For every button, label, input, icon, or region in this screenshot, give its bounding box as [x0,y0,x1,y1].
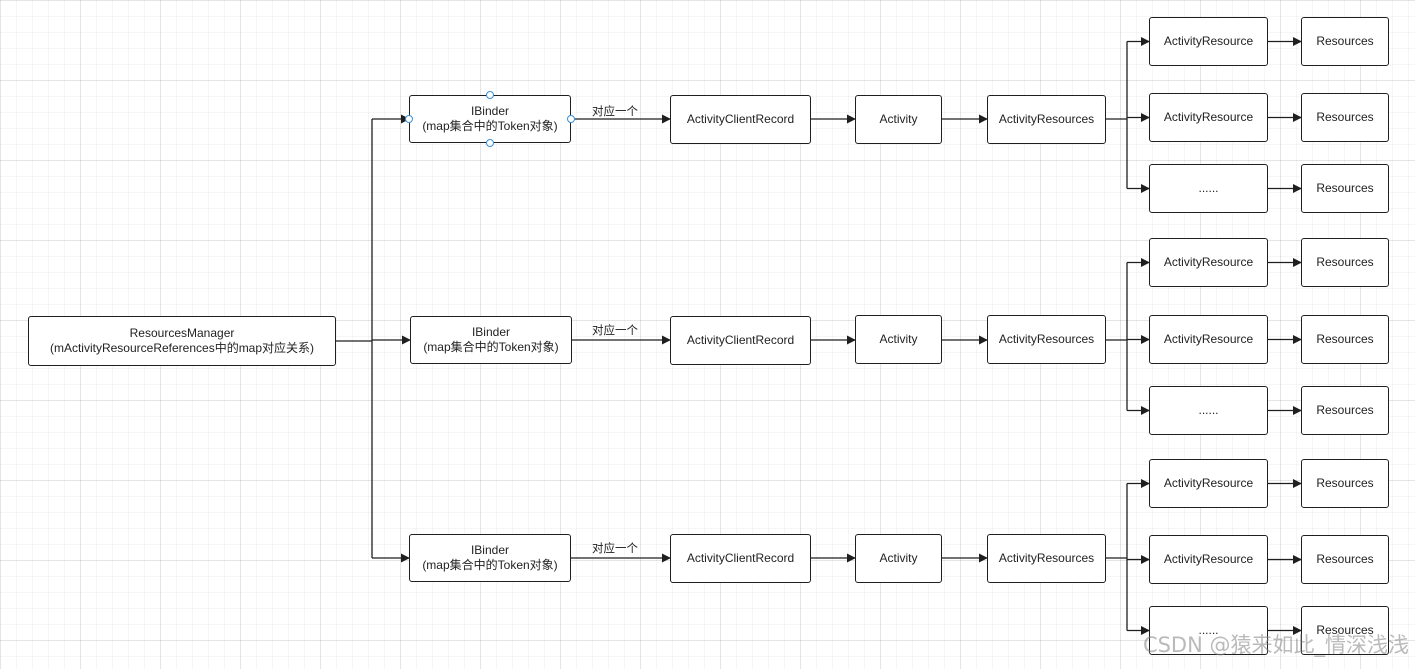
edge-label-2: 对应一个 [592,543,638,555]
activity-client-record-node-2-label: ActivityClientRecord [686,551,795,565]
edge-label-0: 对应一个 [592,106,638,118]
activity-resource-node-1-1[interactable]: ActivityResource [1149,315,1268,364]
resources-node-0-2[interactable]: Resources [1301,164,1389,213]
activity-resource-node-1-2[interactable]: ...... [1149,386,1268,435]
activity-resources-node-2-label: ActivityResources [998,551,1095,565]
resources-node-2-2[interactable]: Resources [1301,606,1389,655]
activity-resource-node-0-0[interactable]: ActivityResource [1149,17,1268,66]
resources-node-1-0[interactable]: Resources [1301,238,1389,287]
ibinder-node-2-label: IBinder [470,543,509,557]
ibinder-node-1-label: IBinder [471,325,510,339]
activity-resource-node-2-0-label: ActivityResource [1163,476,1254,490]
resources-node-0-0[interactable]: Resources [1301,17,1389,66]
selection-handle-bottom[interactable] [486,139,494,147]
resources-node-1-2[interactable]: Resources [1301,386,1389,435]
activity-resource-node-2-0[interactable]: ActivityResource [1149,459,1268,508]
activity-resource-node-0-2-label: ...... [1198,181,1219,195]
activity-resource-node-0-0-label: ActivityResource [1163,34,1254,48]
resources-node-0-2-label: Resources [1316,181,1374,195]
edge-label-1: 对应一个 [592,325,638,337]
activity-client-record-node-1-label: ActivityClientRecord [686,333,795,347]
selection-handle-right[interactable] [567,115,575,123]
ibinder-node-2-sublabel: (map集合中的Token对象) [422,558,558,572]
activity-resource-node-0-1-label: ActivityResource [1163,110,1254,124]
resources-manager-title: ResourcesManager [129,326,235,340]
ibinder-node-1[interactable]: IBinder(map集合中的Token对象) [410,316,572,364]
resources-node-0-1-label: Resources [1316,110,1374,124]
resources-manager-node[interactable]: ResourcesManager (mActivityResourceRefer… [28,316,336,366]
ibinder-node-0-label: IBinder [470,104,509,118]
csdn-watermark: CSDN @猿来如此_情深浅浅 [1142,633,1409,657]
activity-node-2-label: Activity [879,551,918,565]
activity-node-1-label: Activity [879,332,918,346]
activity-node-2[interactable]: Activity [855,534,942,583]
resources-node-1-2-label: Resources [1316,403,1374,417]
activity-resource-node-2-1-label: ActivityResource [1163,552,1254,566]
activity-resources-node-1-label: ActivityResources [998,332,1095,346]
activity-client-record-node-0[interactable]: ActivityClientRecord [670,95,811,144]
resources-node-0-1[interactable]: Resources [1301,93,1389,142]
resources-node-1-0-label: Resources [1316,255,1374,269]
ibinder-node-0[interactable]: IBinder(map集合中的Token对象) [409,95,571,143]
activity-node-0[interactable]: Activity [855,95,942,144]
resources-node-1-1-label: Resources [1316,332,1374,346]
activity-resource-node-1-1-label: ActivityResource [1163,332,1254,346]
activity-resource-node-2-2-label: ...... [1198,623,1219,637]
resources-node-1-1[interactable]: Resources [1301,315,1389,364]
activity-resource-node-2-1[interactable]: ActivityResource [1149,535,1268,584]
activity-resources-node-0-label: ActivityResources [998,112,1095,126]
activity-client-record-node-1[interactable]: ActivityClientRecord [670,316,811,365]
activity-resources-node-0[interactable]: ActivityResources [987,95,1106,144]
resources-node-2-1-label: Resources [1316,552,1374,566]
activity-resource-node-0-1[interactable]: ActivityResource [1149,93,1268,142]
resources-node-2-2-label: Resources [1316,623,1374,637]
resources-node-2-1[interactable]: Resources [1301,535,1389,584]
activity-client-record-node-2[interactable]: ActivityClientRecord [670,534,811,583]
resources-node-0-0-label: Resources [1316,34,1374,48]
activity-node-0-label: Activity [879,112,918,126]
selection-handle-top[interactable] [486,91,494,99]
activity-resource-node-1-0[interactable]: ActivityResource [1149,238,1268,287]
ibinder-node-0-sublabel: (map集合中的Token对象) [422,119,558,133]
activity-resource-node-0-2[interactable]: ...... [1149,164,1268,213]
resources-node-2-0[interactable]: Resources [1301,459,1389,508]
activity-resource-node-1-2-label: ...... [1198,403,1219,417]
activity-resource-node-2-2[interactable]: ...... [1149,606,1268,655]
activity-resources-node-1[interactable]: ActivityResources [987,315,1106,364]
ibinder-node-2[interactable]: IBinder(map集合中的Token对象) [409,534,571,582]
activity-node-1[interactable]: Activity [855,315,942,364]
activity-client-record-node-0-label: ActivityClientRecord [686,112,795,126]
ibinder-node-1-sublabel: (map集合中的Token对象) [423,340,559,354]
activity-resources-node-2[interactable]: ActivityResources [987,534,1106,583]
resources-manager-subtitle: (mActivityResourceReferences中的map对应关系) [49,341,315,355]
resources-node-2-0-label: Resources [1316,476,1374,490]
activity-resource-node-1-0-label: ActivityResource [1163,255,1254,269]
selection-handle-left[interactable] [405,115,413,123]
